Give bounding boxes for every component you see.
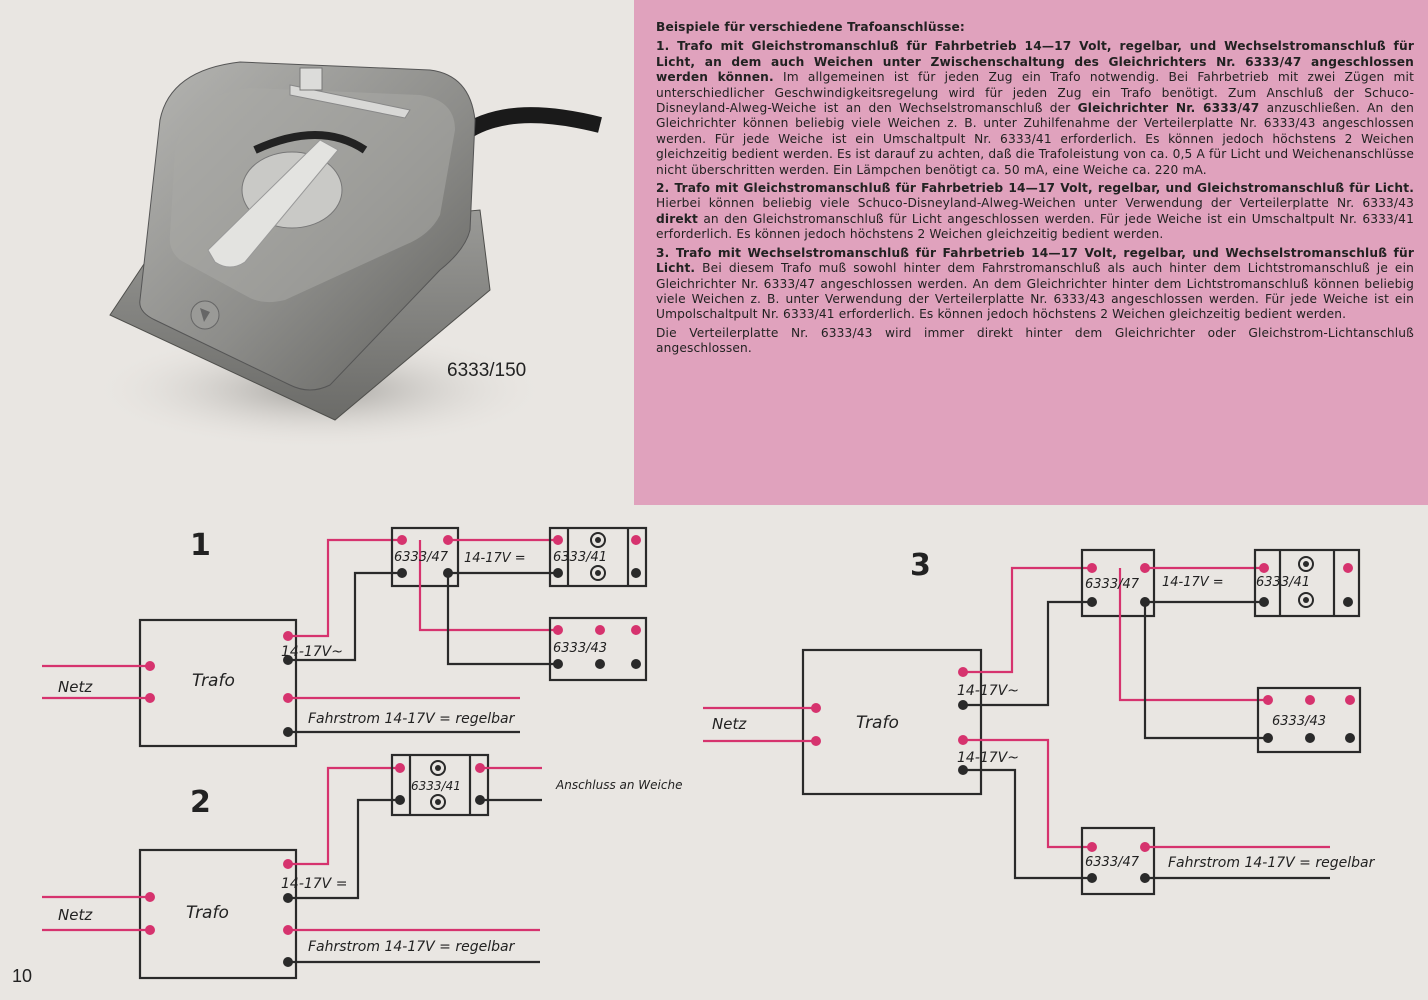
d1-rectifier-label: 6333/47	[394, 550, 449, 565]
d3-rectifier-top-label: 6333/47	[1085, 577, 1140, 592]
d3-ac-label-1: 14-17V~	[957, 683, 1019, 699]
info-text: Beispiele für verschiedene Trafoanschlüs…	[656, 20, 1414, 360]
paragraph-3-text: Bei diesem Trafo muß sowohl hinter dem F…	[656, 261, 1414, 322]
d1-distributor-box	[548, 616, 648, 682]
d3-trafo-box	[801, 648, 983, 796]
d3-netz-label: Netz	[712, 715, 747, 733]
d3-number: 3	[910, 548, 931, 583]
paragraph-3-title: 3. Trafo mit Wechselstromanschluß für Fa…	[656, 245, 1414, 276]
d2-trafo-box	[138, 848, 298, 980]
d3-distributor-box	[1256, 686, 1362, 754]
paragraph-1: 1. Trafo mit Gleichstromanschluß für Fah…	[656, 39, 1414, 178]
info-heading: Beispiele für verschiedene Trafoanschlüs…	[656, 20, 965, 34]
d2-number: 2	[190, 785, 211, 820]
transformer-photo	[90, 61, 602, 450]
d3-fahrstrom-label: Fahrstrom 14-17V = regelbar	[1168, 855, 1376, 871]
d1-switch-label: 6333/41	[553, 550, 607, 565]
d1-trafo-label: Trafo	[192, 671, 235, 691]
paragraph-2-emphasis: direkt	[656, 211, 699, 226]
d3-distributor-label: 6333/43	[1272, 714, 1326, 729]
d3-rectifier-bottom-label: 6333/47	[1085, 855, 1140, 870]
d2-switch-box	[390, 753, 490, 817]
paragraph-4: Die Verteilerplatte Nr. 6333/43 wird imm…	[656, 325, 1414, 356]
wiring-diagrams: 1 Netz Trafo 14-17V~ Fahrstrom 14-17V = …	[42, 526, 1376, 980]
paragraph-1-title: 1. Trafo mit Gleichstromanschluß für Fah…	[656, 39, 1414, 85]
paragraph-1-text-b: anzuschließen. An den Gleichrichter könn…	[656, 101, 1414, 177]
d3-switch-label: 6333/41	[1256, 575, 1310, 590]
d3-dc-label: 14-17V =	[1162, 575, 1224, 590]
d3-ac-label-2: 14-17V~	[957, 750, 1019, 766]
d1-distributor-label: 6333/43	[553, 641, 607, 656]
d1-switch-box	[548, 526, 648, 588]
paragraph-2-text-b: an den Gleichstromanschluß für Licht ang…	[656, 211, 1414, 242]
paragraph-2-text-a: Hierbei können beliebig viele Schuco-Dis…	[656, 196, 1414, 211]
d2-switch-label: 6333/41	[411, 779, 461, 793]
info-panel	[634, 0, 1428, 505]
paragraph-1-emphasis: Gleichrichter Nr. 6333/47	[1077, 101, 1260, 116]
d1-dc-label: 14-17V =	[464, 551, 526, 566]
paragraph-2: 2. Trafo mit Gleichstromanschluß für Fah…	[656, 181, 1414, 243]
d1-fahrstrom-label: Fahrstrom 14-17V = regelbar	[308, 711, 516, 727]
d1-number: 1	[190, 528, 211, 563]
d1-rectifier-box	[390, 526, 460, 588]
d1-ac-label: 14-17V~	[281, 644, 343, 660]
d2-anschluss-label: Anschluss an Weiche	[555, 778, 682, 792]
d2-fahrstrom-label: Fahrstrom 14-17V = regelbar	[308, 939, 516, 955]
photo-caption: 6333/150	[447, 360, 527, 381]
paragraph-1-text-a: Im allgemeinen ist für jeden Zug ein Tra…	[656, 70, 1414, 116]
d2-netz-label: Netz	[58, 906, 93, 924]
d3-rectifier-bottom-box	[1080, 826, 1156, 896]
d3-trafo-label: Trafo	[856, 713, 899, 733]
d1-netz-label: Netz	[58, 678, 93, 696]
paragraph-2-title: 2. Trafo mit Gleichstromanschluß für Fah…	[656, 181, 1414, 196]
d1-trafo-box	[138, 618, 298, 748]
d3-rectifier-top-box	[1080, 548, 1156, 618]
paragraph-3: 3. Trafo mit Wechselstromanschluß für Fa…	[656, 246, 1414, 323]
terminals	[145, 532, 1355, 967]
d2-trafo-label: Trafo	[186, 903, 229, 923]
d2-dc-label: 14-17V =	[281, 876, 347, 892]
page-number: 10	[12, 966, 33, 986]
d3-switch-box	[1253, 548, 1361, 618]
